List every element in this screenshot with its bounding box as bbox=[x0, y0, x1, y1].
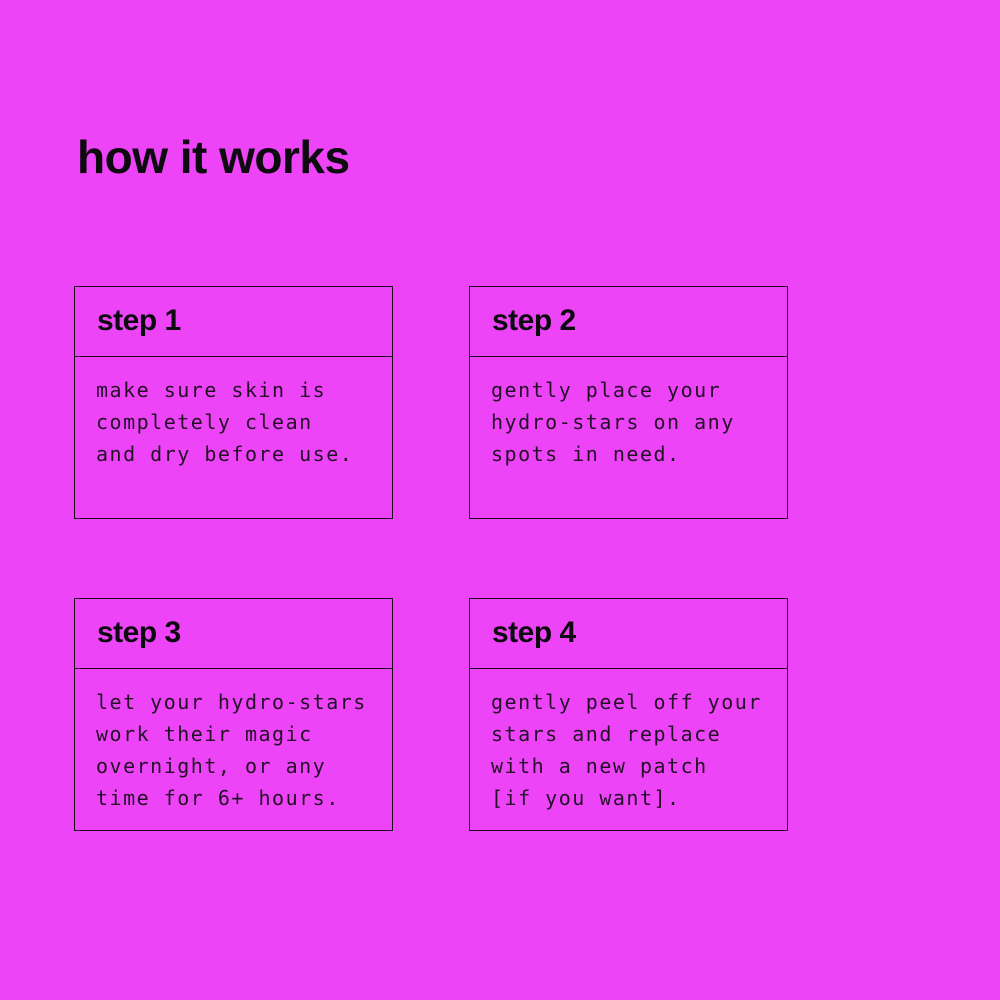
step-card-header: step 3 bbox=[75, 599, 392, 669]
step-card-2: step 2 gently place your hydro-stars on … bbox=[469, 286, 788, 519]
step-card-1: step 1 make sure skin is completely clea… bbox=[74, 286, 393, 519]
step-card-body: gently place your hydro-stars on any spo… bbox=[470, 357, 787, 519]
step-label: step 1 bbox=[97, 304, 181, 338]
step-description: let your hydro-stars work their magic ov… bbox=[96, 689, 367, 810]
step-label: step 4 bbox=[492, 616, 576, 650]
step-description: gently peel off your stars and replace w… bbox=[491, 689, 762, 810]
page-title: how it works bbox=[77, 130, 350, 183]
step-card-header: step 1 bbox=[75, 287, 392, 357]
step-card-body: gently peel off your stars and replace w… bbox=[470, 669, 787, 831]
step-card-body: make sure skin is completely clean and d… bbox=[75, 357, 392, 519]
step-card-header: step 2 bbox=[470, 287, 787, 357]
step-card-4: step 4 gently peel off your stars and re… bbox=[469, 598, 788, 831]
step-card-body: let your hydro-stars work their magic ov… bbox=[75, 669, 392, 831]
step-label: step 2 bbox=[492, 304, 576, 338]
step-card-3: step 3 let your hydro-stars work their m… bbox=[74, 598, 393, 831]
step-description: gently place your hydro-stars on any spo… bbox=[491, 377, 735, 466]
step-label: step 3 bbox=[97, 616, 181, 650]
step-description: make sure skin is completely clean and d… bbox=[96, 377, 354, 466]
step-card-header: step 4 bbox=[470, 599, 787, 669]
